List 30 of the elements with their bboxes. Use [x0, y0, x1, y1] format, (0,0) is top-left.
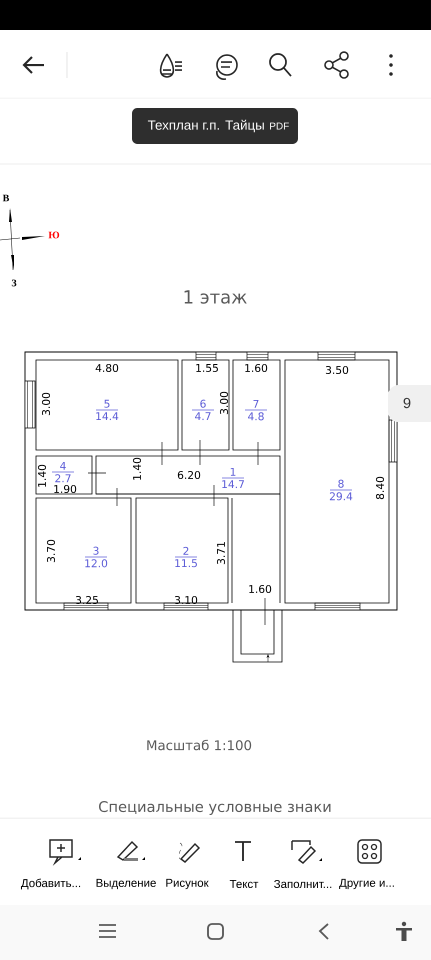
legend-heading: Специальные условные знаки [99, 801, 330, 815]
toolbar-label: Другие и... [339, 878, 394, 890]
compass-letter: З [12, 280, 16, 286]
toolbar-label: Рисунок [166, 878, 209, 890]
toolbar-label: Добавить... [20, 878, 80, 890]
dimension-label: 3.50 [326, 366, 348, 374]
dimension-label: 3.00 [220, 392, 228, 414]
dimension-label: 1.40 [38, 464, 46, 487]
dimension-label: 3.25 [76, 596, 98, 604]
dimension-label: 3.71 [216, 542, 226, 564]
toolbar-label: Выделение [96, 878, 156, 890]
dimension-label: 1.60 [249, 584, 272, 594]
dimension-label: 6.20 [178, 470, 200, 480]
dimension-label: 3.10 [174, 596, 198, 604]
compass-letter: Ю [48, 232, 60, 238]
compass-letter: В [2, 194, 10, 202]
toolbar-label: Заполнит... [274, 880, 332, 888]
scale-caption: Масштаб 1:100 [147, 740, 252, 750]
dimension-label: 3.70 [46, 540, 56, 562]
dimension-label: 1.60 [245, 364, 268, 372]
page-badge: 9 [388, 385, 431, 422]
tooltip: Техплан г.п. Тайцы PDF [132, 108, 298, 144]
dimension-label: 4.80 [96, 364, 118, 372]
floor-title: 1 этаж [184, 290, 247, 304]
dimension-label: 1.90 [54, 484, 76, 494]
dimension-label: 8.40 [376, 476, 384, 500]
dimension-label: 3.00 [42, 392, 50, 416]
toolbar-label: Текст [230, 880, 258, 888]
dimension-label: 1.40 [132, 458, 142, 480]
dimension-label: 1.55 [196, 364, 218, 372]
